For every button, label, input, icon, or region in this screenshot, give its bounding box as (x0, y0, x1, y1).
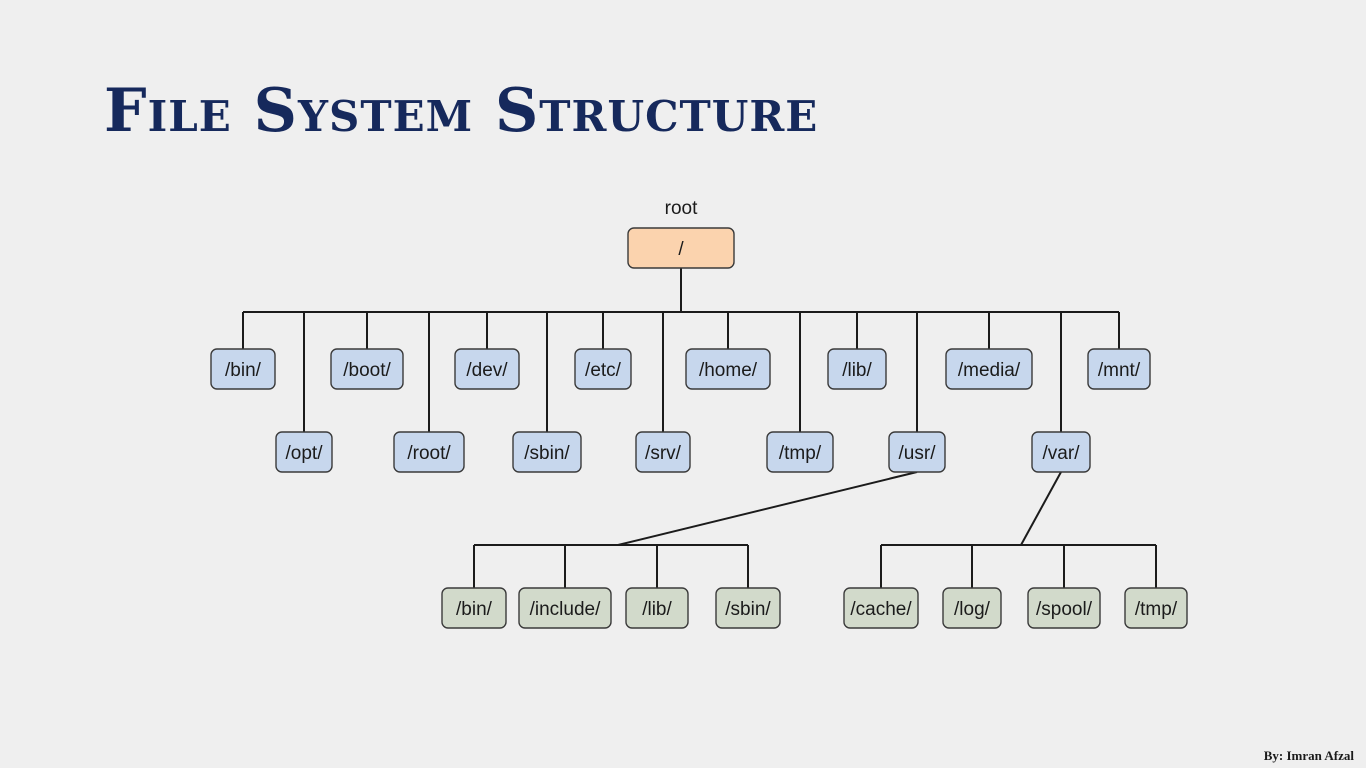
dir-node-dev-box (454, 348, 520, 390)
usr_children-node-include: /include/ (518, 587, 612, 629)
var_children-node-tmp-box (1124, 587, 1188, 629)
tree-edges (242, 268, 1157, 588)
author-credit: By: Imran Afzal (1263, 748, 1354, 763)
dir-node-opt: /opt/ (275, 431, 333, 473)
var_children-node-log-label: /log/ (954, 599, 991, 620)
usr_children-node-bin-label: /bin/ (456, 599, 493, 620)
root-node-box (627, 227, 735, 269)
var_children-node-spool-box (1027, 587, 1101, 629)
dir-node-boot-label: /boot/ (343, 360, 391, 381)
usr_children-node-lib: /lib/ (625, 587, 689, 629)
dir-node-opt-box (275, 431, 333, 473)
dir-node-srv-label: /srv/ (645, 443, 682, 464)
usr_children-node-bin-box (441, 587, 507, 629)
tree-nodes: root/bin/ /opt/ /boot/ /root/ /dev/ /sbin/ /et… (210, 198, 1188, 629)
slide-title: File System Structure (104, 76, 819, 146)
dir-node-usr: /usr/ (888, 431, 946, 473)
var_children-node-tmp-label: /tmp/ (1135, 599, 1178, 620)
dir-node-home-box (685, 348, 771, 390)
root-node-label: / (678, 239, 684, 260)
var_children-node-cache-label: /cache/ (850, 599, 912, 620)
dir-node-boot-box (330, 348, 404, 390)
dir-node-bin: /bin/ (210, 348, 276, 390)
dir-node-etc-box (574, 348, 632, 390)
dir-node-lib: /lib/ (827, 348, 887, 390)
dir-node-var-box (1031, 431, 1091, 473)
dir-node-root-box (393, 431, 465, 473)
usr_children-node-bin: /bin/ (441, 587, 507, 629)
dir-node-var: /var/ (1031, 431, 1091, 473)
usr_children-node-include-label: /include/ (530, 599, 601, 620)
var_children-link-line (1020, 471, 1062, 546)
root-node: / (627, 227, 735, 269)
dir-node-bin-label: /bin/ (225, 360, 262, 381)
var_children-node-cache-box (843, 587, 919, 629)
usr_children-node-lib-label: /lib/ (642, 599, 672, 620)
dir-node-etc-label: /etc/ (585, 360, 622, 381)
dir-node-srv: /srv/ (635, 431, 691, 473)
dir-node-tmp: /tmp/ (766, 431, 834, 473)
dir-node-tmp-box (766, 431, 834, 473)
dir-node-root: /root/ (393, 431, 465, 473)
usr_children-node-sbin: /sbin/ (715, 587, 781, 629)
dir-node-boot: /boot/ (330, 348, 404, 390)
var_children-node-cache: /cache/ (843, 587, 919, 629)
dir-node-sbin: /sbin/ (512, 431, 582, 473)
var_children-node-log-box (942, 587, 1002, 629)
var_children-node-spool-label: /spool/ (1036, 599, 1093, 620)
dir-node-srv-box (635, 431, 691, 473)
dir-node-mnt-box (1087, 348, 1151, 390)
usr_children-node-include-box (518, 587, 612, 629)
dir-node-mnt: /mnt/ (1087, 348, 1151, 390)
dir-node-usr-label: /usr/ (899, 443, 937, 464)
dir-node-sbin-label: /sbin/ (524, 443, 570, 464)
dir-node-lib-label: /lib/ (842, 360, 872, 381)
dir-node-media-box (945, 348, 1033, 390)
root-caption: root (665, 198, 698, 219)
dir-node-root-label: /root/ (407, 443, 451, 464)
dir-node-dev-label: /dev/ (466, 360, 508, 381)
dir-node-mnt-label: /mnt/ (1098, 360, 1141, 381)
dir-node-lib-box (827, 348, 887, 390)
var_children-node-tmp: /tmp/ (1124, 587, 1188, 629)
dir-node-media: /media/ (945, 348, 1033, 390)
var_children-node-spool: /spool/ (1027, 587, 1101, 629)
usr_children-node-sbin-label: /sbin/ (725, 599, 771, 620)
dir-node-bin-box (210, 348, 276, 390)
dir-node-opt-label: /opt/ (286, 443, 324, 464)
dir-node-media-label: /media/ (958, 360, 1021, 381)
dir-node-tmp-label: /tmp/ (779, 443, 822, 464)
dir-node-var-label: /var/ (1043, 443, 1081, 464)
dir-node-home: /home/ (685, 348, 771, 390)
dir-node-usr-box (888, 431, 946, 473)
usr_children-node-sbin-box (715, 587, 781, 629)
dir-node-etc: /etc/ (574, 348, 632, 390)
usr_children-link-line (617, 471, 918, 546)
var_children-node-log: /log/ (942, 587, 1002, 629)
dir-node-sbin-box (512, 431, 582, 473)
dir-node-home-label: /home/ (699, 360, 758, 381)
usr_children-node-lib-box (625, 587, 689, 629)
dir-node-dev: /dev/ (454, 348, 520, 390)
